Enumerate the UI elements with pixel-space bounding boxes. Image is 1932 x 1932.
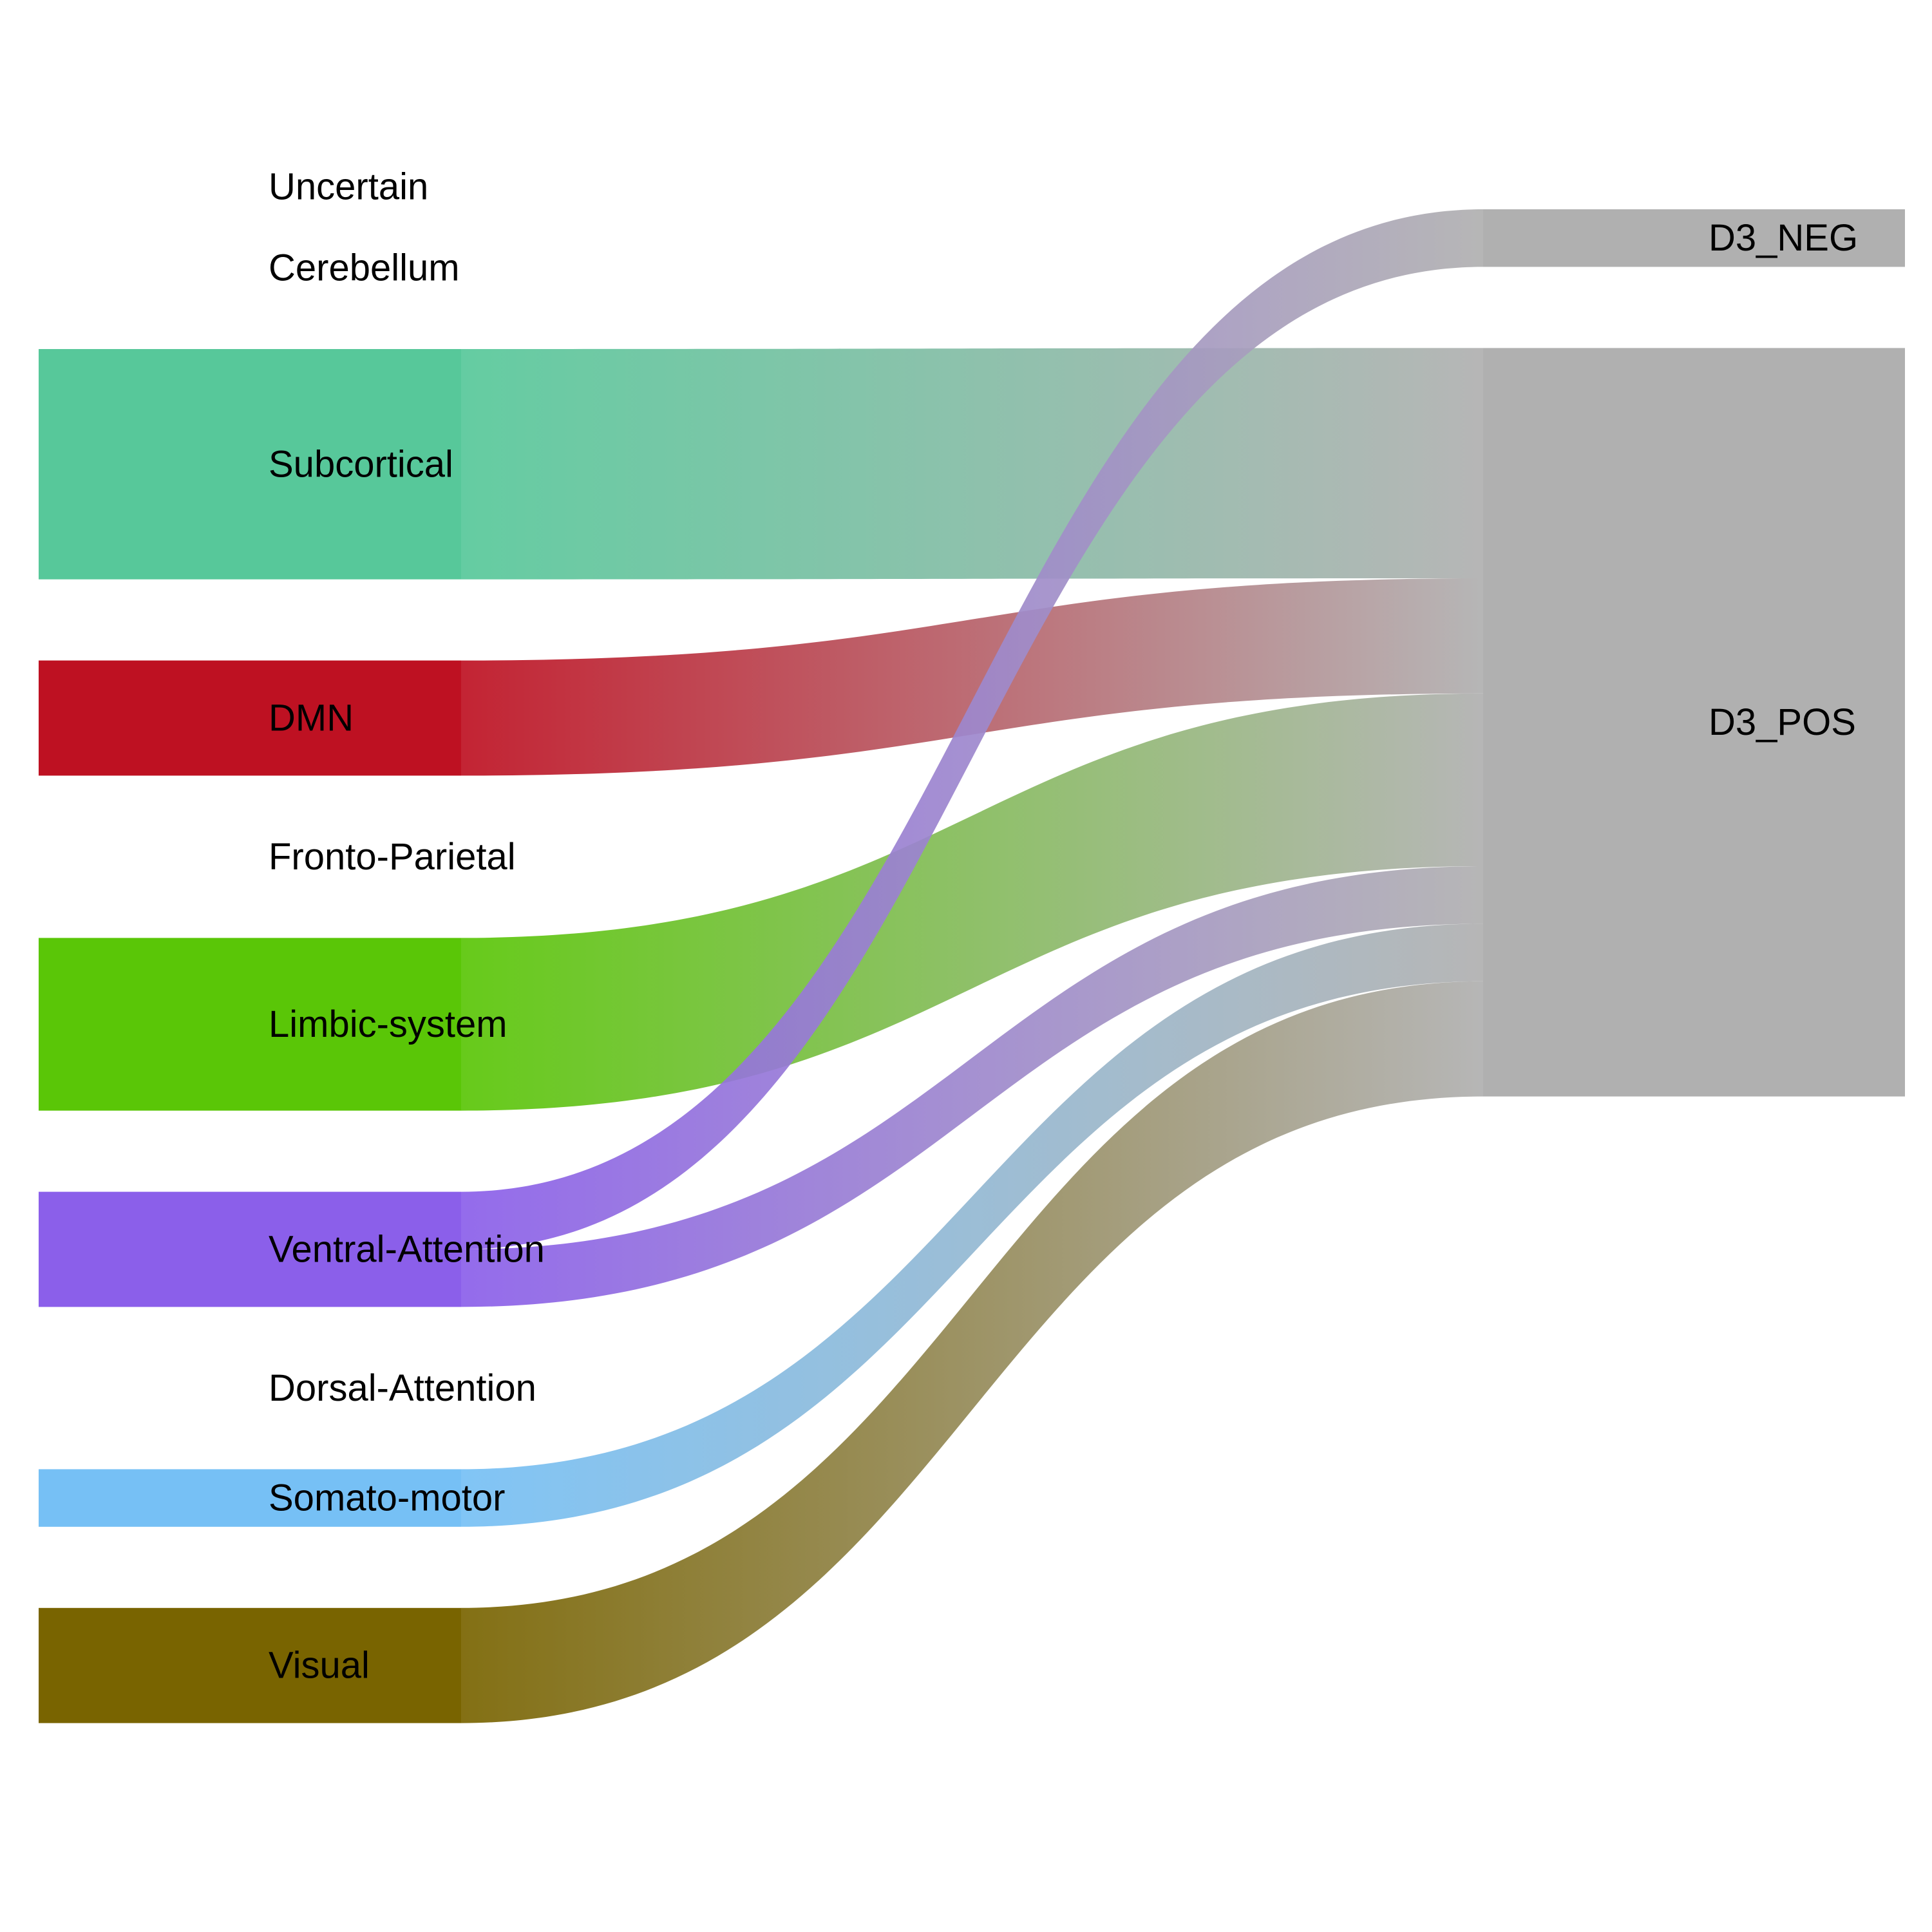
label-limbic-system: Limbic-system xyxy=(269,1003,507,1045)
node-visual xyxy=(39,1607,461,1723)
link-visual-to-d3-pos xyxy=(461,981,1483,1723)
label-d3-neg: D3_NEG xyxy=(1709,217,1858,259)
sankey-links xyxy=(461,209,1483,1723)
label-cerebellum: Cerebellum xyxy=(269,247,460,289)
label-d3-pos: D3_POS xyxy=(1709,701,1856,743)
label-dorsal-attention: Dorsal-Attention xyxy=(269,1367,536,1409)
node-somato-motor xyxy=(39,1469,461,1527)
link-subcortical-to-d3-pos xyxy=(461,348,1483,580)
label-uncertain: Uncertain xyxy=(269,166,428,208)
node-dmn xyxy=(39,660,461,776)
label-visual: Visual xyxy=(269,1645,370,1687)
link-limbic-system-to-d3-pos xyxy=(461,693,1483,1111)
node-limbic-system xyxy=(39,938,461,1111)
node-d3-neg xyxy=(1483,209,1905,267)
link-ventral-attention-to-d3-pos xyxy=(461,866,1483,1307)
link-dmn-to-d3-pos xyxy=(461,578,1483,776)
label-fronto-parietal: Fronto-Parietal xyxy=(269,836,516,878)
node-d3-pos xyxy=(1483,348,1905,1097)
label-dmn: DMN xyxy=(269,697,354,739)
sankey-nodes xyxy=(39,209,1905,1723)
label-ventral-attention: Ventral-Attention xyxy=(269,1229,545,1271)
node-ventral-attention xyxy=(39,1191,461,1307)
label-subcortical: Subcortical xyxy=(269,443,453,485)
link-somato-motor-to-d3-pos xyxy=(461,923,1483,1527)
node-subcortical xyxy=(39,349,461,580)
label-somato-motor: Somato-motor xyxy=(269,1477,505,1519)
link-ventral-attention-to-d3-neg xyxy=(461,209,1483,1249)
